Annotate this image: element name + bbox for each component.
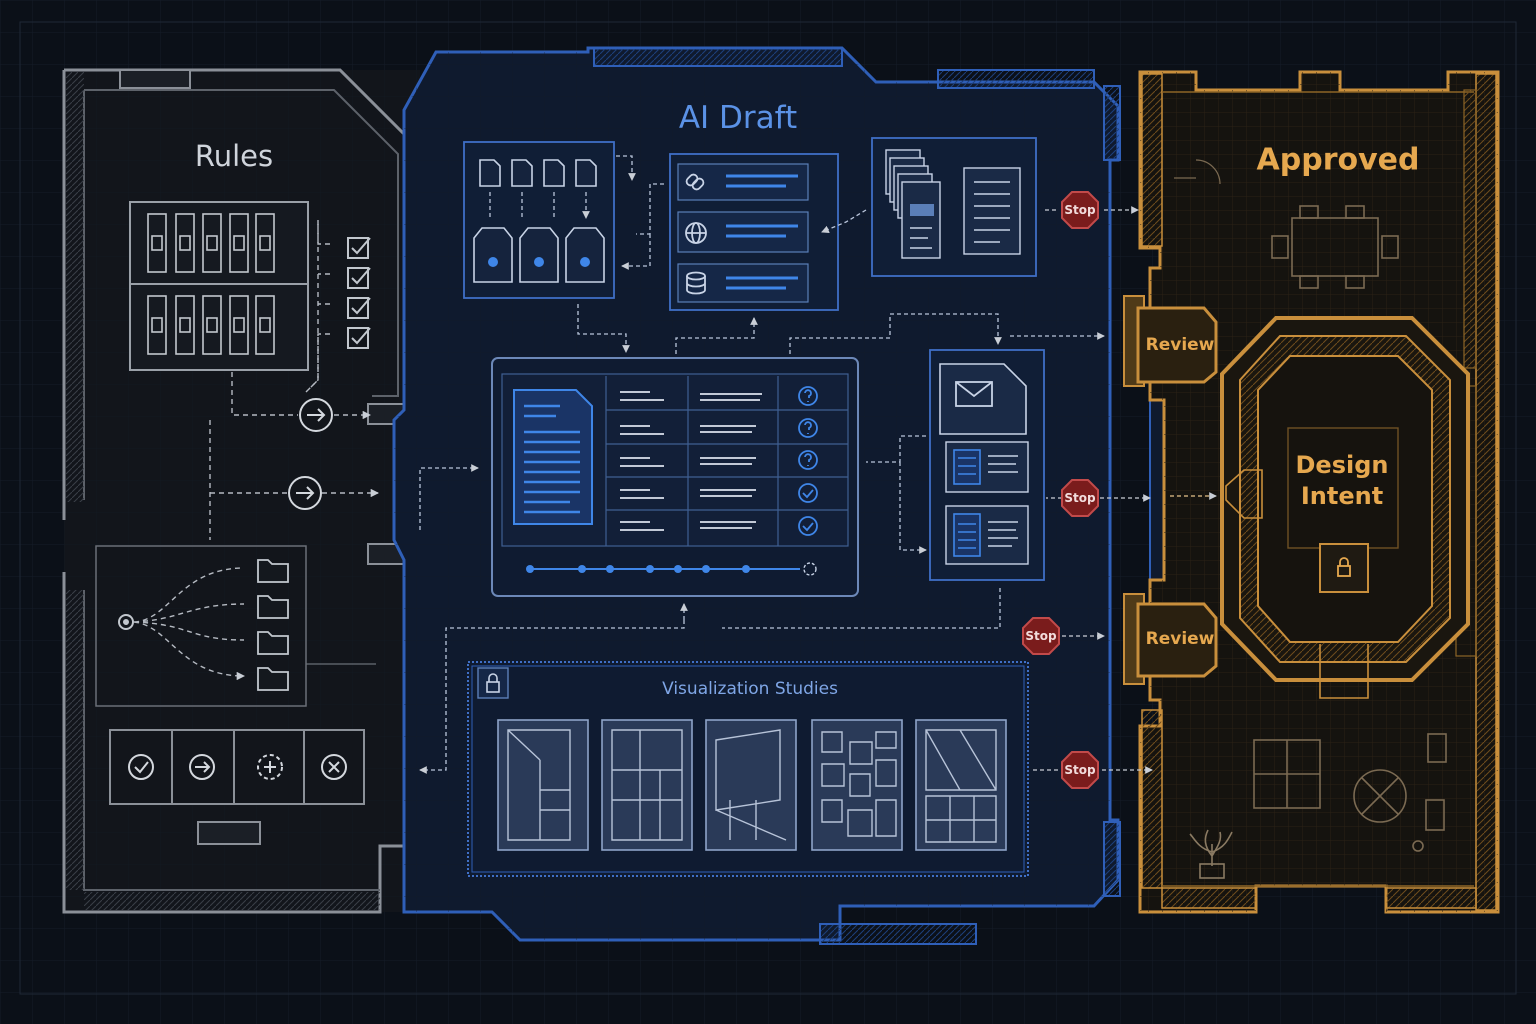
envelope-icon xyxy=(955,381,993,407)
visualization-studies-title: Visualization Studies xyxy=(662,679,838,699)
zone-title-design-intent: Design Intent xyxy=(1295,451,1389,510)
target-icon xyxy=(257,754,283,780)
globe-icon xyxy=(685,222,707,244)
checkbox-icon xyxy=(347,237,371,349)
review-gate[interactable] xyxy=(1123,593,1218,685)
furniture xyxy=(1253,733,1447,852)
lock-icon xyxy=(1337,557,1351,577)
review-gate-label[interactable]: Review xyxy=(1145,335,1215,355)
zone-title-rules: Rules xyxy=(194,139,274,173)
arrow-right-icon xyxy=(189,754,215,780)
plant-icon xyxy=(1189,829,1233,879)
checkmark-icon xyxy=(128,754,154,780)
table-icon xyxy=(1271,205,1399,289)
cross-icon xyxy=(321,754,347,780)
zone-title-ai-draft: AI Draft xyxy=(678,100,798,136)
document-icon xyxy=(479,159,597,187)
approved-zone xyxy=(1138,70,1500,914)
review-gate[interactable] xyxy=(1123,295,1218,387)
binder-icons xyxy=(147,213,275,355)
folder-icon xyxy=(257,559,289,691)
container-icon xyxy=(473,227,605,283)
lock-icon xyxy=(486,673,500,693)
arrow-right-icon xyxy=(288,398,333,510)
visualization-panel xyxy=(467,661,1029,877)
rules-zone xyxy=(62,68,422,914)
stop-sign-label[interactable]: Stop xyxy=(1064,763,1096,777)
ai-draft-zone xyxy=(392,46,1171,945)
checkmark-icon xyxy=(798,483,818,536)
document-icon xyxy=(513,389,593,525)
zone-title-approved: Approved xyxy=(1256,142,1420,178)
review-gate-label[interactable]: Review xyxy=(1145,629,1215,649)
stop-sign-label[interactable]: Stop xyxy=(1025,629,1057,643)
stop-sign-label[interactable]: Stop xyxy=(1064,491,1096,505)
stop-sign-label[interactable]: Stop xyxy=(1064,203,1096,217)
question-icon xyxy=(798,386,818,470)
database-icon xyxy=(686,271,706,295)
link-icon xyxy=(685,173,705,191)
